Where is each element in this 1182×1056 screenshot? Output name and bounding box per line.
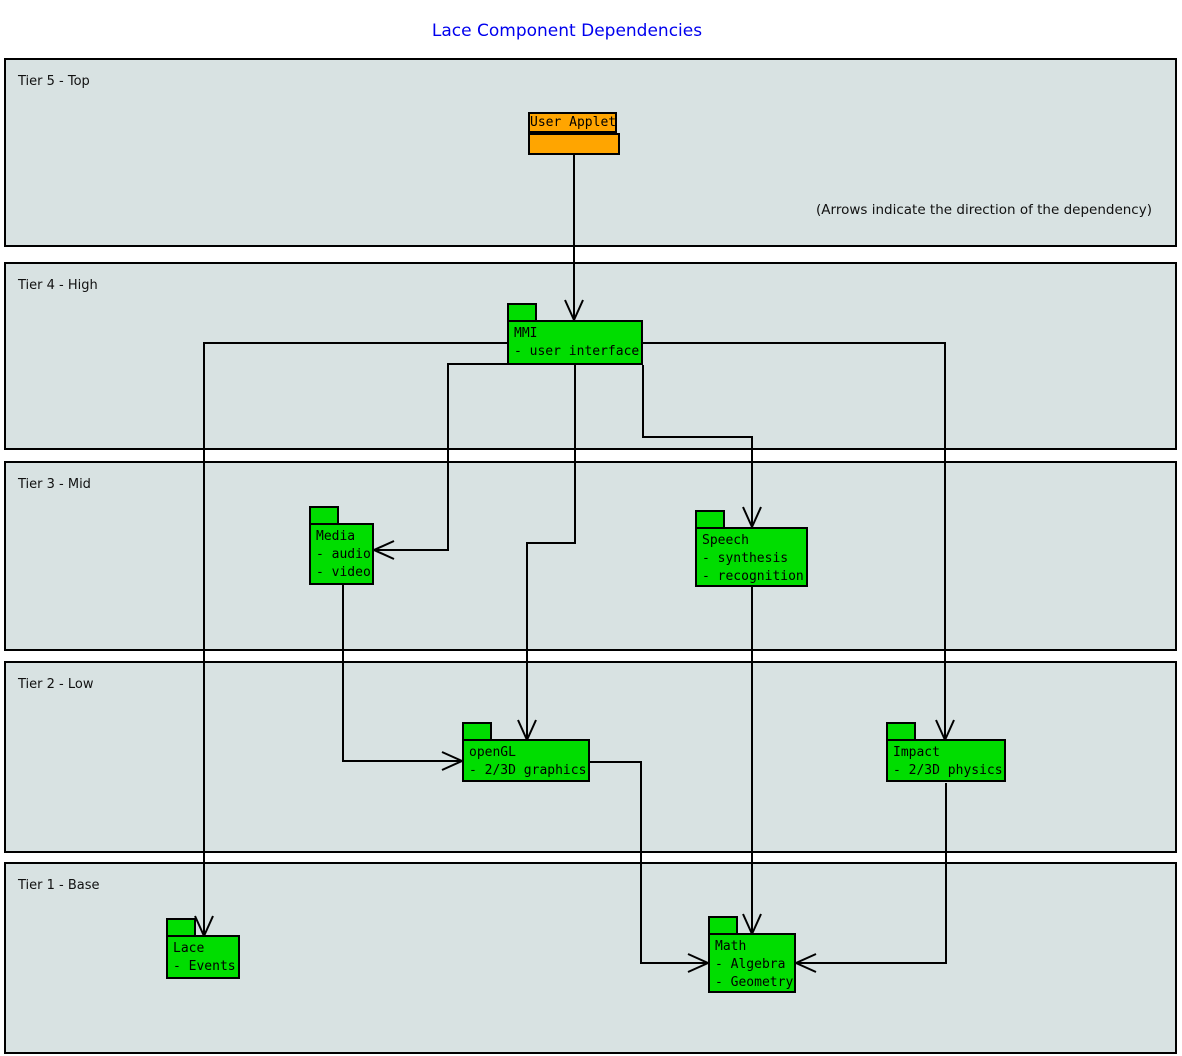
arrowhead bbox=[793, 953, 817, 973]
edge-impact-to-math bbox=[793, 783, 947, 973]
component-detail: - audio bbox=[316, 547, 371, 562]
tier-label: Tier 3 - Mid bbox=[18, 477, 91, 492]
component-detail: - video bbox=[316, 565, 371, 580]
edge-media-to-opengl bbox=[342, 585, 465, 771]
component-detail: - synthesis bbox=[702, 551, 789, 566]
arrowhead bbox=[371, 540, 395, 560]
component-detail: - 2/3D graphics bbox=[469, 763, 587, 778]
component-title: MMI bbox=[514, 326, 538, 341]
tier-band-3: Tier 3 - Mid bbox=[4, 461, 1177, 651]
component-detail: - recognition bbox=[702, 569, 804, 584]
tier-label: Tier 4 - High bbox=[18, 278, 98, 293]
tier-band-2: Tier 2 - Low bbox=[4, 661, 1177, 853]
tier-label: Tier 1 - Base bbox=[18, 878, 100, 893]
component-detail: - Algebra bbox=[715, 957, 786, 972]
component-body bbox=[528, 133, 620, 155]
component-title: Speech bbox=[702, 533, 749, 548]
edge-speech-to-math bbox=[742, 587, 762, 937]
edge-user-applet-to-mmi bbox=[564, 155, 584, 323]
component-detail: - Events bbox=[173, 959, 236, 974]
component-title: Impact bbox=[893, 745, 940, 760]
edge-mmi-to-media bbox=[371, 363, 507, 560]
component-detail: - user interface bbox=[514, 344, 640, 359]
component-title: Math bbox=[715, 939, 747, 954]
edge-mmi-to-speech bbox=[642, 365, 762, 530]
legend-note: (Arrows indicate the direction of the de… bbox=[816, 202, 1152, 218]
component-title: Lace bbox=[173, 941, 205, 956]
edge-opengl-to-math bbox=[590, 761, 711, 973]
edge-mmi-to-opengl bbox=[517, 365, 576, 743]
component-title: openGL bbox=[469, 745, 516, 760]
tier-label: Tier 2 - Low bbox=[18, 677, 94, 692]
component-user-applet: User Applet bbox=[528, 112, 620, 155]
component-title: User Applet bbox=[528, 112, 617, 133]
component-detail: - 2/3D physics bbox=[893, 763, 1003, 778]
component-title: Media bbox=[316, 529, 356, 544]
diagram-title: Lace Component Dependencies bbox=[431, 21, 703, 41]
component-detail: - Geometry bbox=[715, 975, 794, 990]
edge-mmi-to-lace bbox=[194, 342, 507, 939]
tier-label: Tier 5 - Top bbox=[18, 74, 90, 89]
